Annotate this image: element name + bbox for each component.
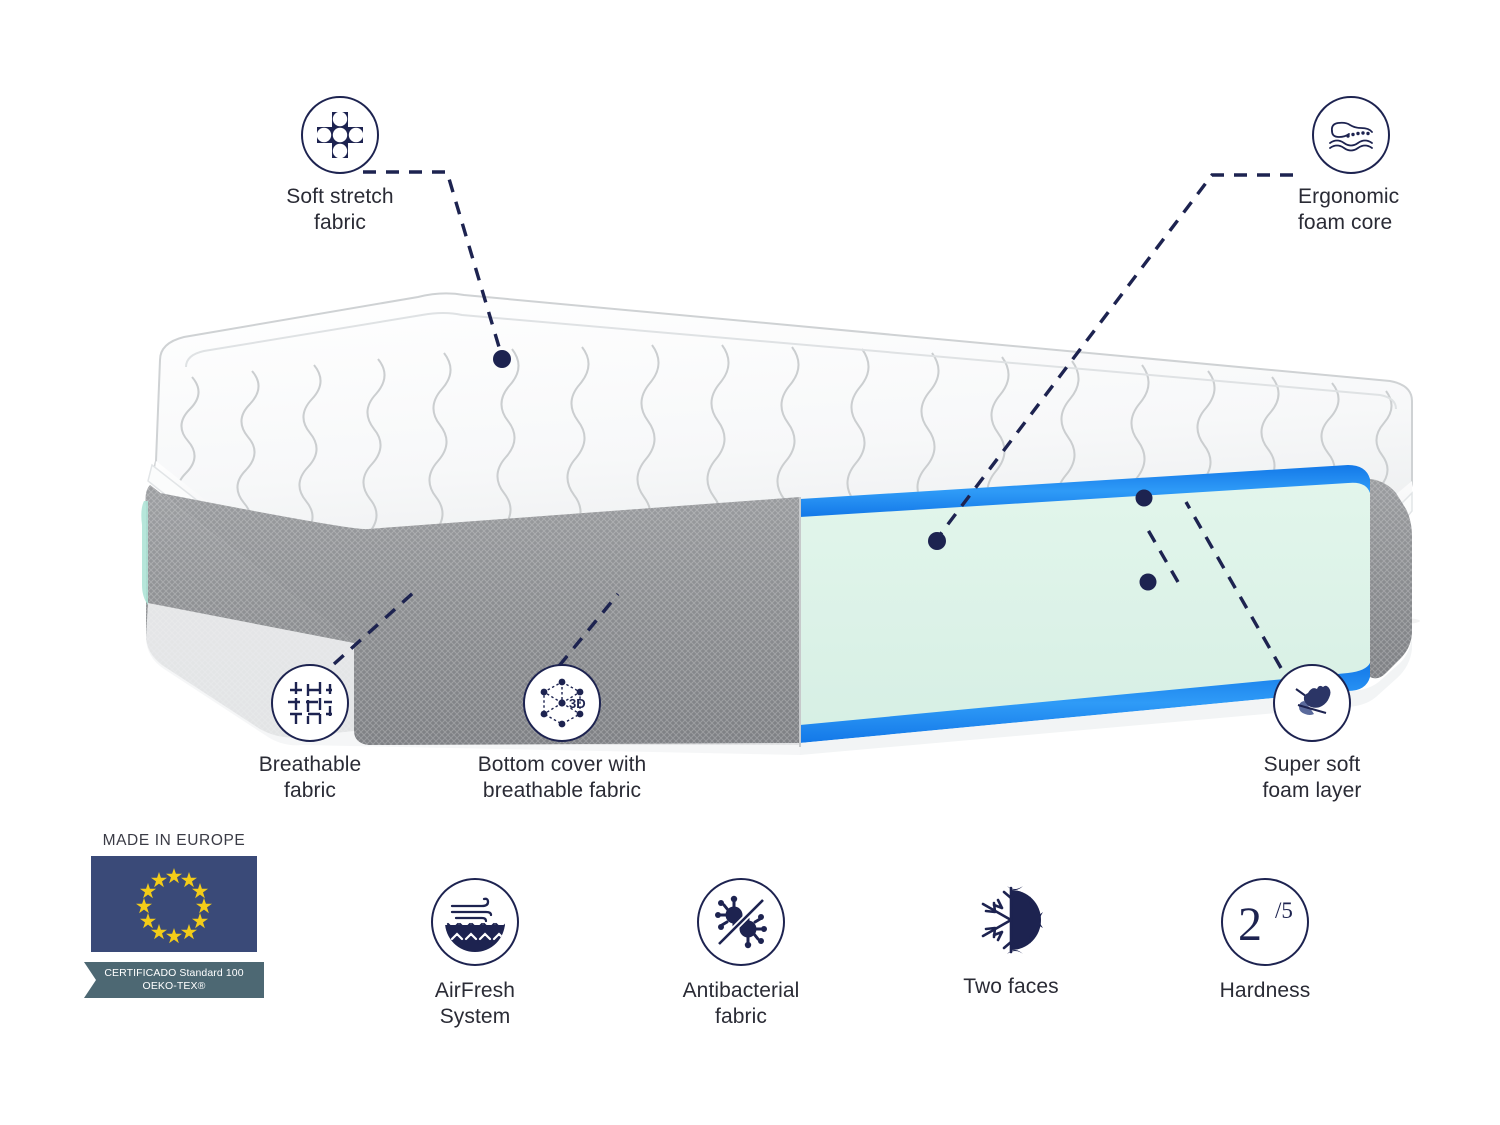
- hardness-value: 2: [1238, 898, 1262, 951]
- mattress-illustration: [100, 285, 1420, 755]
- callout-label: Breathable fabric: [258, 753, 362, 802]
- made-in-europe-badge: MADE IN EUROPE: [84, 832, 264, 998]
- antibacterial-icon: [697, 878, 785, 966]
- hand-press-foam-icon: [1273, 664, 1351, 742]
- breathable-fabric-icon: [271, 664, 349, 742]
- three-d-mesh-icon: 3D: [523, 664, 601, 742]
- badge-label: Two faces: [963, 975, 1059, 998]
- badge-hardness: 2 /5 Hardness: [1182, 878, 1348, 1004]
- badge-label: Hardness: [1219, 979, 1311, 1002]
- callout-bottom-cover: 3D Bottom cover with breathable fabric: [438, 664, 686, 803]
- ergonomic-foam-core-icon: [1312, 96, 1390, 174]
- callout-label: Super soft foam layer: [1262, 753, 1362, 802]
- oeko-line-1: CERTIFICADO Standard 100: [104, 966, 244, 979]
- callout-label: Ergonomic foam core: [1298, 185, 1400, 234]
- badge-airfresh-system: AirFresh System: [392, 878, 558, 1029]
- hardness-icon: 2 /5: [1221, 878, 1309, 966]
- soft-foam-layer-bottom: [800, 663, 1370, 743]
- callout-label: Bottom cover with breathable fabric: [477, 753, 647, 802]
- badge-label: AirFresh System: [434, 979, 516, 1028]
- callout-super-soft-foam: Super soft foam layer: [1222, 664, 1402, 803]
- callout-soft-stretch-fabric: Soft stretch fabric: [250, 96, 430, 235]
- soft-stretch-fabric-icon: [301, 96, 379, 174]
- callout-ergonomic-foam-core: Ergonomic foam core: [1298, 96, 1478, 235]
- svg-text:3D: 3D: [569, 696, 586, 711]
- badge-two-faces: Two faces: [928, 878, 1094, 1000]
- made-in-europe-title: MADE IN EUROPE: [102, 832, 246, 849]
- badge-label: Antibacterial fabric: [682, 979, 800, 1028]
- callout-label: Soft stretch fabric: [286, 185, 394, 234]
- oeko-tex-ribbon: CERTIFICADO Standard 100 OEKO-TEX®: [84, 962, 264, 998]
- airfresh-system-icon: [431, 878, 519, 966]
- callout-breathable-fabric: Breathable fabric: [228, 664, 392, 803]
- mattress-side-mesh-left: [141, 485, 800, 755]
- eu-flag: [91, 856, 257, 952]
- two-faces-icon: [969, 878, 1053, 962]
- hardness-scale: /5: [1275, 898, 1293, 923]
- oeko-line-2: OEKO-TEX®: [142, 980, 206, 992]
- badge-antibacterial: Antibacterial fabric: [658, 878, 824, 1029]
